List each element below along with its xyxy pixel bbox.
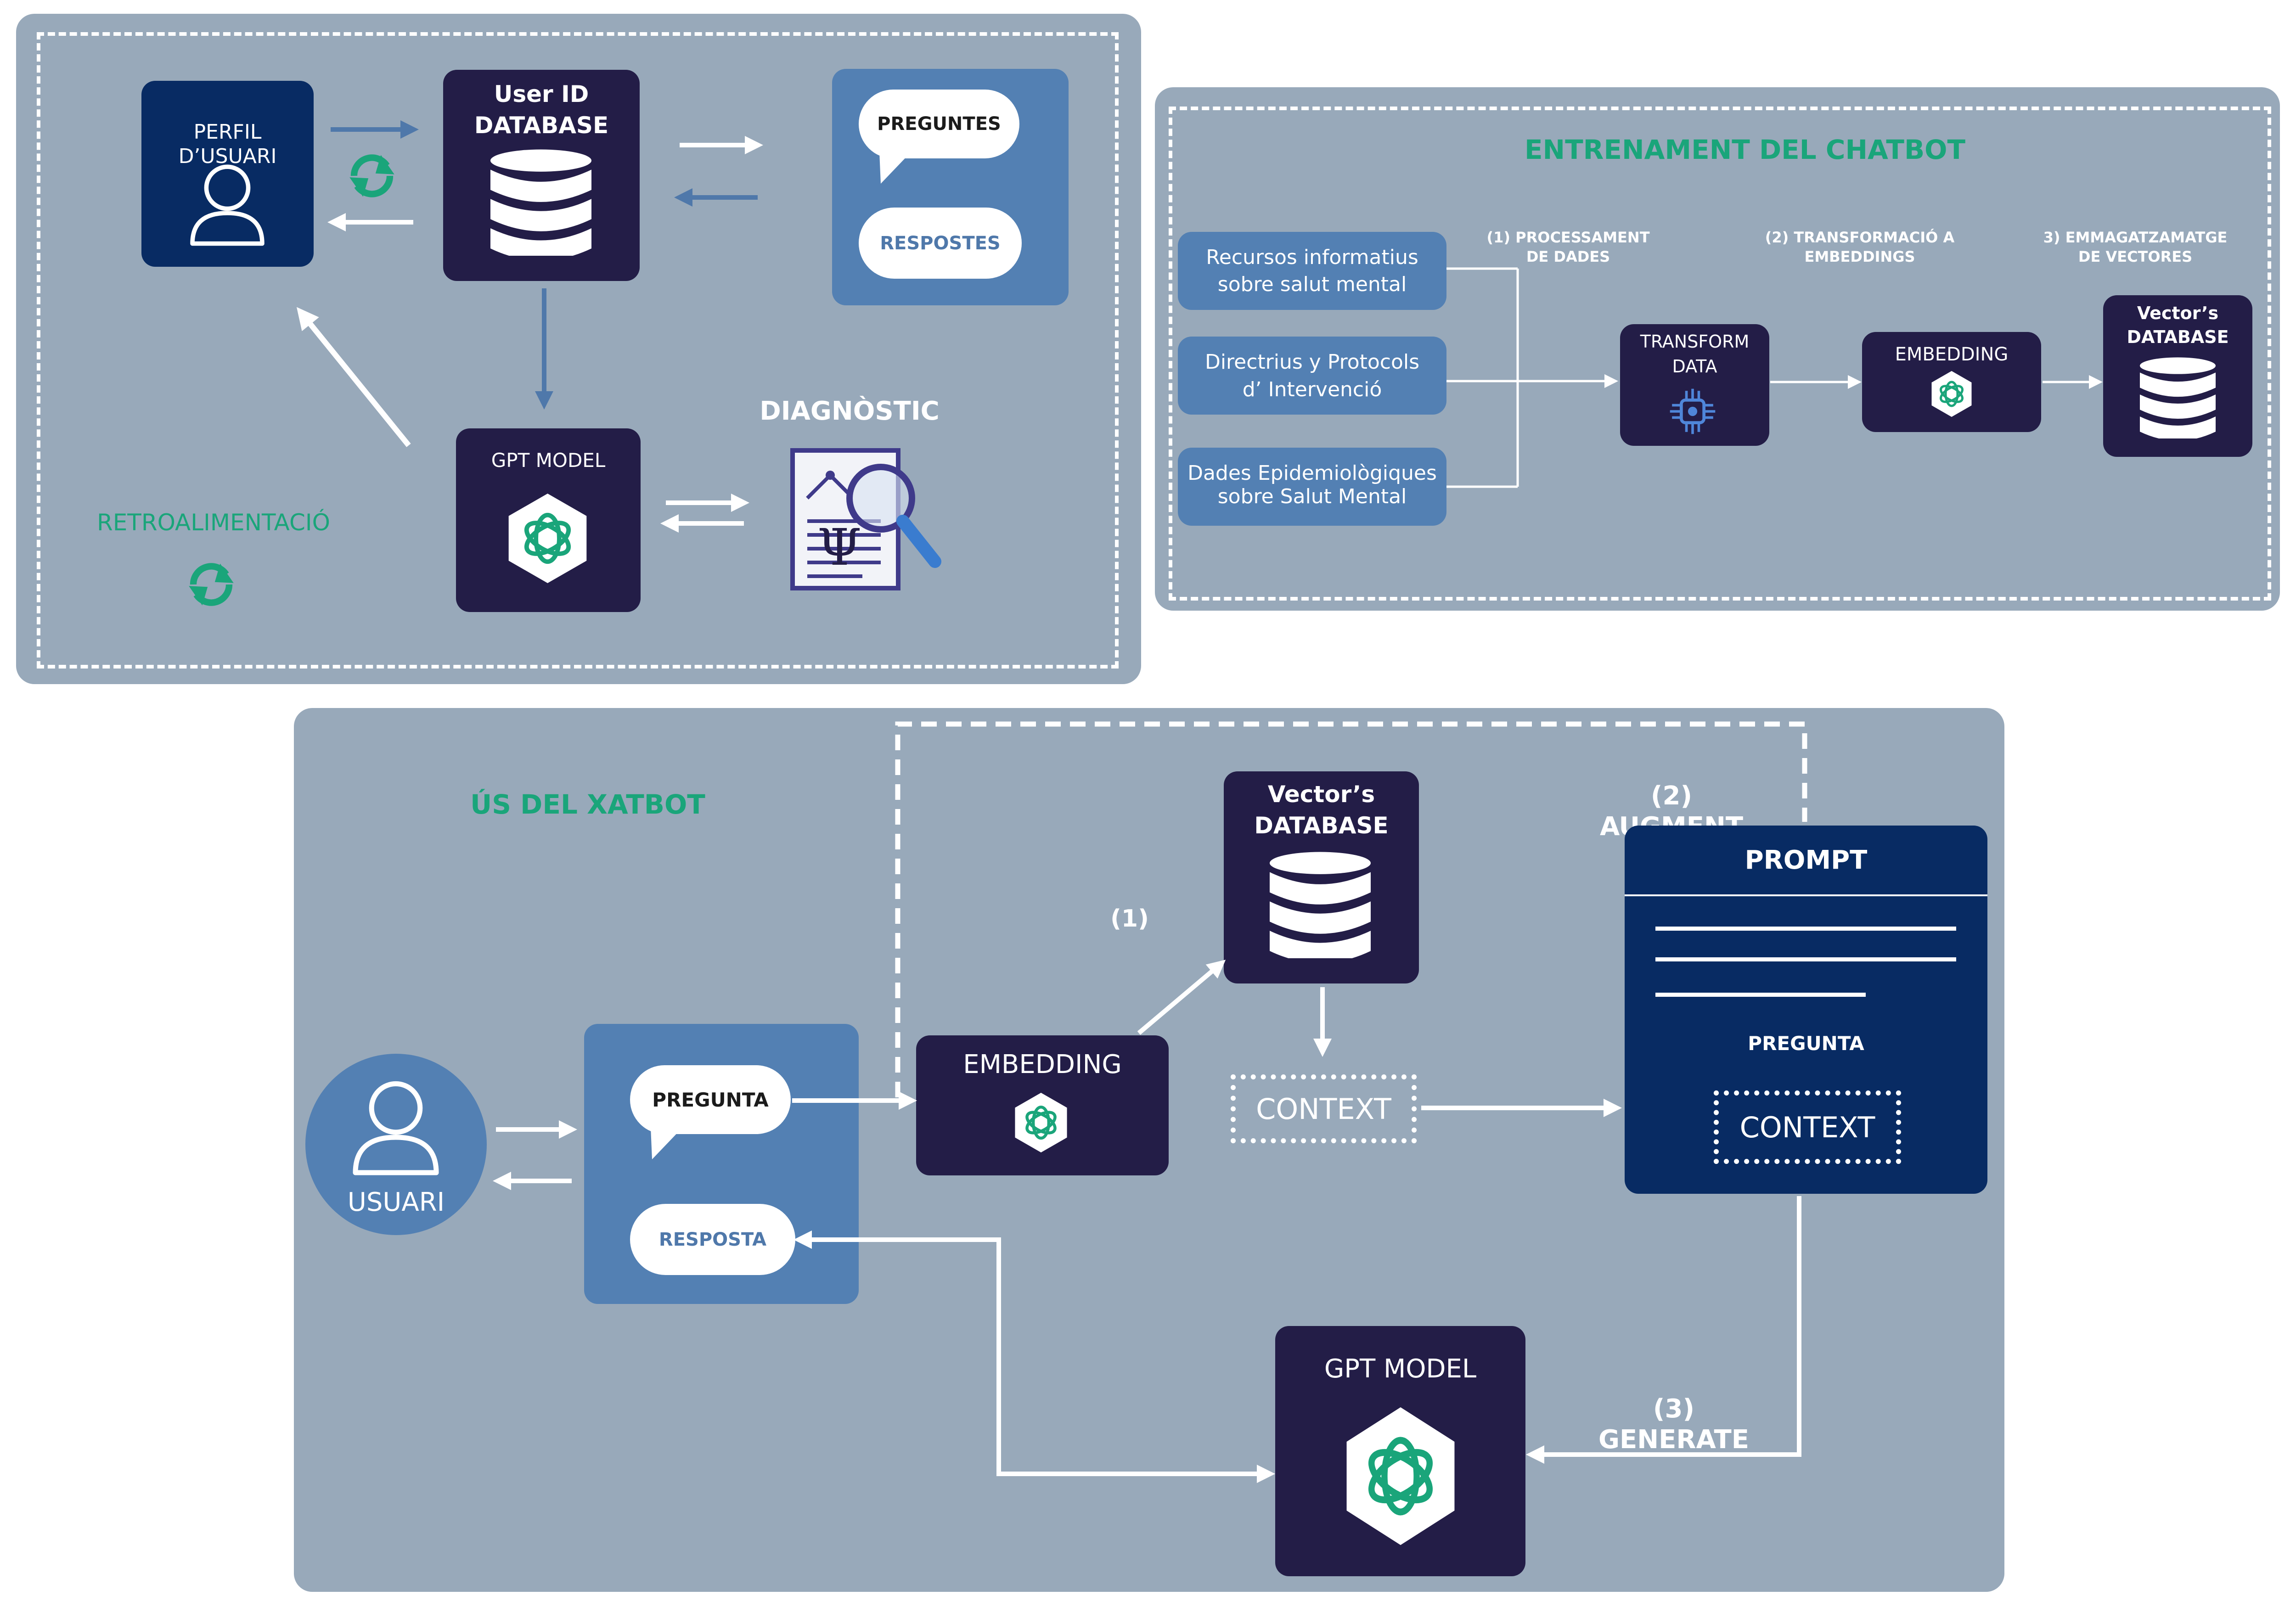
transform-data-box [1620,324,1769,446]
context-box: CONTEXT [1231,1074,1417,1143]
step3-header-line2: DE VECTORES [2078,248,2193,265]
prompt-context-box: CONTEXT [1714,1090,1901,1164]
vector-database-top-line2: DATABASE [2127,327,2229,347]
source-box-1 [1178,232,1446,310]
embedding-label-top: EMBEDDING [1895,344,2009,365]
vector-database-top-line1: Vector’s [2137,303,2219,323]
prompt-context-label: CONTEXT [1739,1110,1875,1144]
source-3-line1: Dades Epidemiològiques [1187,461,1437,485]
source-box-3 [1178,448,1446,526]
context-label: CONTEXT [1256,1092,1391,1126]
step1-header-line1: (1) PROCESSAMENT [1486,229,1650,246]
embedding-label-bottom: EMBEDDING [963,1050,1122,1079]
user-id-database-line1: User ID [494,81,589,107]
answers-bubble: RESPOSTES [859,208,1022,279]
gpt-model-label-bottom: GPT MODEL [1324,1354,1477,1384]
prompt-divider [1625,894,1987,896]
user-profile-label: PERFIL D’USUARI [178,120,277,168]
question-label: PREGUNTA [652,1088,769,1111]
prompt-question-label: PREGUNTA [1748,1032,1864,1055]
prompt-text-line-3 [1655,993,1866,997]
diagnostic-label: DIAGNÒSTIC [760,396,940,426]
user-id-database-line2: DATABASE [474,112,609,139]
step2-header-line1: (2) TRANSFORMACIÓ A [1765,229,1955,246]
answer-bubble: RESPOSTA [630,1204,795,1275]
user-label: USUARI [347,1187,445,1217]
feedback-label: RETROALIMENTACIÓ [96,509,331,536]
prompt-text-line-1 [1655,927,1956,931]
transform-data-line2: DATA [1672,356,1717,376]
step2-header-line2: EMBEDDINGS [1804,248,1915,265]
transform-data-line1: TRANSFORM [1640,332,1750,352]
question-bubble: PREGUNTA [630,1065,791,1134]
question-bubble-tail [651,1127,683,1159]
gpt-model-label-top: GPT MODEL [491,449,606,472]
diagnostic-document-icon: Ψ [790,448,941,590]
prompt-text-line-2 [1655,957,1956,961]
feedback-panel-border [37,32,1119,669]
questions-label: PREGUNTES [877,113,1001,135]
step1-header-line2: DE DADES [1526,248,1610,265]
prompt-box [1625,826,1987,1194]
source-2-line1: Directrius y Protocols [1204,350,1420,374]
source-1-line2: sobre salut mental [1217,273,1407,296]
answers-label: RESPOSTES [880,232,1001,254]
source-2-line2: d’ Intervenció [1242,378,1382,401]
user-profile-box [141,81,314,267]
prompt-title: PROMPT [1745,845,1868,875]
source-3-line2: sobre Salut Mental [1217,485,1407,508]
vector-database-bottom-line2: DATABASE [1254,812,1389,839]
source-1-line1: Recursos informatius [1206,246,1418,269]
generate-label: (3) GENERATE [1598,1394,1749,1455]
questions-bubble: PREGUNTES [859,90,1019,158]
usage-title: ÚS DEL XATBOT [470,789,705,820]
source-box-2 [1178,337,1446,415]
vector-database-bottom-line1: Vector’s [1267,781,1375,808]
chip-icon [1670,388,1716,434]
training-panel-border [1169,107,2271,601]
step3-header-line1: 3) EMMAGATZAMATGE [2043,229,2228,246]
training-title: ENTRENAMENT DEL CHATBOT [1524,134,1966,165]
svg-text:Ψ: Ψ [817,518,861,577]
step1-label: (1) [1110,905,1149,933]
questions-bubble-tail [879,152,912,184]
answer-label: RESPOSTA [658,1229,767,1250]
